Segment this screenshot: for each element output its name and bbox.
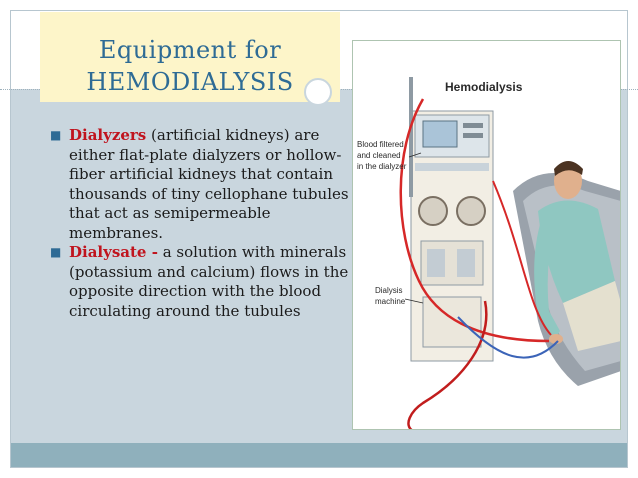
bullet-term: Dialyzers bbox=[69, 126, 147, 144]
bullet-text: a solution with minerals (potassium and … bbox=[69, 243, 349, 320]
bullet-marker-icon: ■ bbox=[50, 128, 62, 142]
machine-base bbox=[422, 296, 482, 348]
machine-chamber bbox=[457, 249, 475, 277]
label-blood-line-3: in the dialyzer bbox=[357, 162, 407, 171]
machine-control bbox=[463, 133, 483, 138]
label-blood-line-1: Blood filtered bbox=[357, 140, 404, 149]
machine-screen bbox=[422, 120, 458, 148]
iv-pole bbox=[409, 77, 413, 197]
patient-arm bbox=[534, 221, 560, 341]
bullet-list: ■ Dialyzers (artificial kidneys) are eit… bbox=[50, 126, 350, 321]
patient-trousers bbox=[563, 281, 620, 351]
patient-hand bbox=[549, 334, 563, 344]
hemodialysis-diagram: Hemodialysis Blood filtered and cleaned … bbox=[357, 77, 620, 429]
label-pointer bbox=[404, 298, 424, 304]
bullet-item: ■ Dialysate - a solution with minerals (… bbox=[50, 243, 350, 321]
bullet-text: (artificial kidneys) are either flat-pla… bbox=[69, 126, 349, 242]
label-blood-line-2: and cleaned bbox=[357, 151, 401, 160]
bullet-item: ■ Dialyzers (artificial kidneys) are eit… bbox=[50, 126, 350, 243]
machine-chamber bbox=[427, 249, 445, 277]
blood-pump-icon bbox=[418, 196, 448, 226]
machine-control bbox=[463, 123, 483, 128]
title-line-2: HEMODIALYSIS bbox=[86, 68, 294, 96]
hemodialysis-illustration: Hemodialysis Blood filtered and cleaned … bbox=[352, 40, 621, 430]
footer-bar bbox=[11, 443, 627, 467]
return-line bbox=[407, 300, 488, 429]
dialysate-line bbox=[457, 316, 559, 359]
venous-line bbox=[492, 180, 552, 336]
title-line-1: Equipment for bbox=[98, 36, 282, 64]
patient-hair bbox=[554, 161, 583, 176]
label-machine-line-1: Dialysis bbox=[375, 286, 403, 295]
bullet-marker-icon: ■ bbox=[50, 245, 62, 259]
label-pointer bbox=[408, 152, 422, 158]
title-box: Equipment for HEMODIALYSIS bbox=[40, 12, 340, 102]
bullet-term: Dialysate - bbox=[69, 243, 158, 261]
machine-strip bbox=[415, 163, 489, 171]
patient-shirt bbox=[538, 200, 615, 303]
figure-heading: Hemodialysis bbox=[445, 80, 523, 94]
label-machine-line-2: machine bbox=[375, 297, 406, 306]
slide-ornament-circle bbox=[304, 78, 332, 106]
dialysate-pump-icon bbox=[456, 196, 486, 226]
arterial-line bbox=[399, 98, 550, 343]
